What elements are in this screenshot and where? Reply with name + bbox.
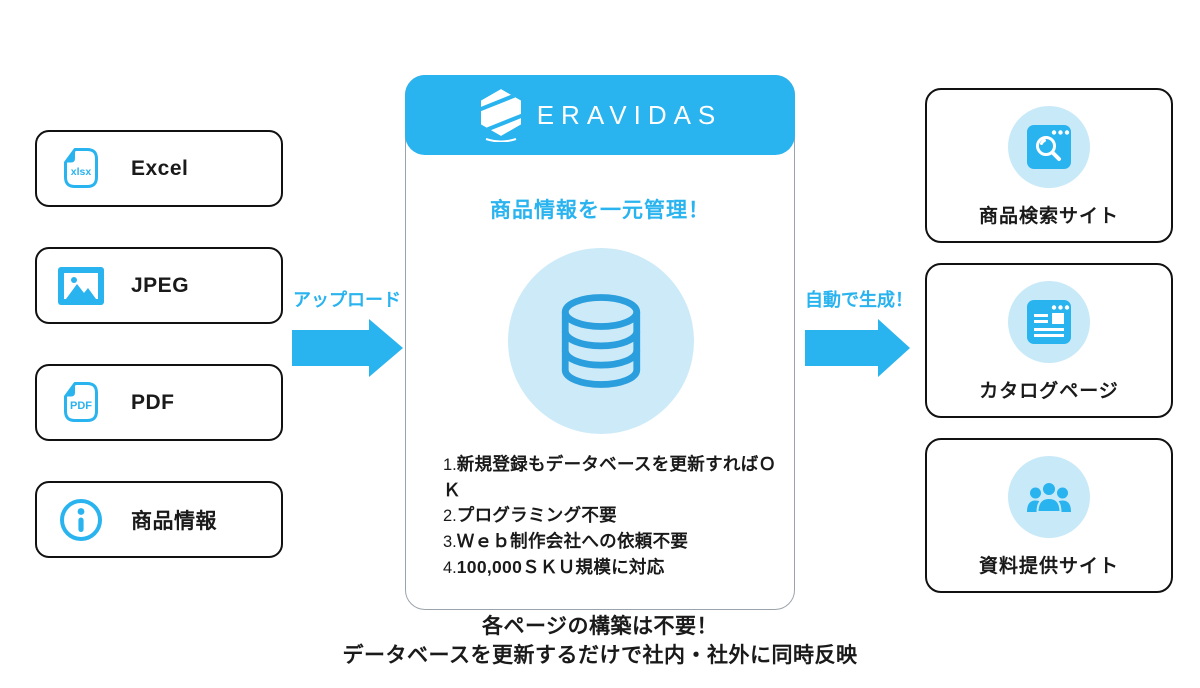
feature-number: 1. (443, 456, 457, 474)
feature-number: 2. (443, 507, 457, 525)
document-site-circle (1008, 456, 1090, 538)
feature-list: 1.新規登録もデータベースを更新すればＯＫ 2.プログラミング不要 3.Ｗｅｂ制… (443, 452, 794, 581)
feature-text: Ｗｅｂ制作会社への依頼不要 (456, 531, 689, 551)
feature-text: プログラミング不要 (456, 505, 617, 525)
input-box-excel: xlsx Excel (35, 130, 283, 207)
caption-line-2: データベースを更新するだけで社内・社外に同時反映 (342, 644, 858, 667)
output-box-catalog-page: カタログページ (925, 263, 1173, 418)
output-label-document-site: 資料提供サイト (978, 556, 1119, 577)
xlsx-badge-text: xlsx (71, 166, 92, 178)
output-label-catalog-page: カタログページ (979, 381, 1119, 402)
pdf-badge-text: PDF (70, 400, 92, 412)
brand-header: ERAVIDAS (405, 75, 795, 155)
input-box-jpeg: JPEG (35, 247, 283, 324)
catalog-page-circle (1008, 281, 1090, 363)
input-label-product-info: 商品情報 (131, 509, 217, 533)
database-icon (561, 294, 641, 388)
tagline: 商品情報を一元管理！ (490, 199, 710, 222)
eravidas-panel: ERAVIDAS 商品情報を一元管理！ 1.新規登録もデータベースを更新すればＯ… (405, 75, 795, 610)
eravidas-logo-icon (480, 89, 521, 142)
feature-text: 100,000ＳＫＵ規模に対応 (456, 557, 665, 577)
people-group-icon (1027, 481, 1071, 513)
brand-name: ERAVIDAS (536, 99, 723, 130)
generate-arrow-label: 自動で生成！ (805, 290, 913, 310)
output-box-search-site: 商品検索サイト (925, 88, 1173, 243)
output-box-document-site: 資料提供サイト (925, 438, 1173, 593)
input-box-pdf: PDF PDF (35, 364, 283, 441)
catalog-page-icon (1027, 300, 1071, 344)
feature-item-3: 3.Ｗｅｂ制作会社への依頼不要 (443, 529, 794, 555)
generate-arrow-icon (805, 319, 910, 377)
upload-arrow-icon (291, 319, 403, 377)
database-circle (508, 248, 694, 434)
input-label-excel: Excel (131, 156, 189, 180)
generate-flow: 自動で生成！ (805, 286, 913, 382)
xlsx-file-icon: xlsx (57, 146, 105, 192)
input-label-pdf: PDF (131, 390, 175, 414)
feature-number: 4. (443, 559, 457, 577)
search-site-circle (1008, 106, 1090, 188)
output-label-search-site: 商品検索サイト (978, 206, 1119, 227)
browser-search-icon (1027, 125, 1071, 169)
feature-item-4: 4.100,000ＳＫＵ規模に対応 (443, 555, 794, 581)
upload-arrow-label: アップロード (293, 290, 401, 310)
feature-item-2: 2.プログラミング不要 (443, 503, 794, 529)
bottom-caption: 各ページの構築は不要！ データベースを更新するだけで社内・社外に同時反映 (0, 612, 1200, 670)
feature-text: 新規登録もデータベースを更新すればＯＫ (443, 454, 777, 500)
feature-item-1: 1.新規登録もデータベースを更新すればＯＫ (443, 452, 794, 503)
caption-line-1: 各ページの構築は不要！ (481, 615, 719, 638)
feature-number: 3. (443, 533, 457, 551)
input-label-jpeg: JPEG (131, 273, 190, 297)
pdf-file-icon: PDF (57, 380, 105, 426)
info-icon (57, 497, 105, 543)
image-icon (57, 263, 105, 309)
upload-flow: アップロード (291, 286, 403, 382)
input-box-product-info: 商品情報 (35, 481, 283, 558)
